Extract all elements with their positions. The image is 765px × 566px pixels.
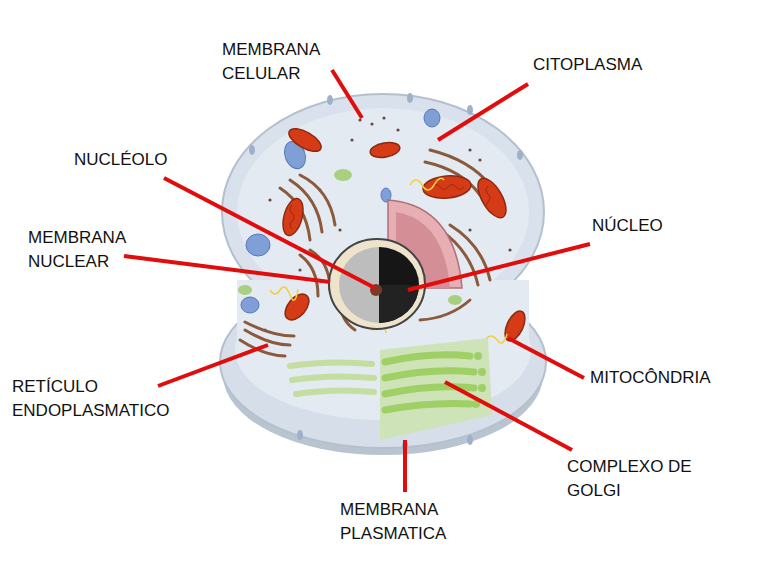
golgi-vesicles (478, 368, 486, 376)
endoplasmic-reticulum (280, 188, 310, 240)
granules (334, 169, 352, 181)
part-label: COMPLEXO DE GOLGI (567, 455, 717, 503)
mitochondria (472, 174, 511, 222)
mitochondria-cristae (486, 186, 490, 210)
golgi-stack-pale (296, 390, 374, 394)
membrane-pores (517, 150, 523, 160)
endoplasmic-reticulum (240, 150, 490, 356)
leader-line (508, 338, 584, 378)
ribosomes (468, 228, 471, 231)
ribosomes (370, 122, 373, 125)
endoplasmic-reticulum (420, 300, 470, 320)
mitochondria (285, 124, 324, 156)
membrane-pores (407, 93, 413, 103)
cutaway-face (380, 338, 492, 440)
vacuoles (246, 234, 270, 256)
part-label: MEMBRANA CELULAR (222, 38, 337, 86)
part-label: NUCLÉOLO (74, 148, 168, 172)
leader-line (164, 178, 375, 288)
mitochondria-cristae (290, 205, 294, 229)
part-label: MEMBRANA NUCLEAR (28, 226, 143, 274)
endoplasmic-reticulum (300, 255, 318, 296)
golgi-vesicles (478, 384, 486, 392)
mitochondria (369, 141, 401, 160)
golgi-stack (385, 355, 470, 362)
yellow-filaments (410, 178, 444, 190)
golgi-stack (385, 404, 470, 410)
membrane-pores (249, 145, 255, 155)
ribosomes (478, 158, 481, 161)
golgi-stack-pale (290, 362, 372, 366)
mitochondria (279, 124, 529, 344)
mitochondria (422, 174, 472, 200)
leader-line (403, 440, 407, 492)
nuclear-envelope (329, 239, 425, 329)
mitochondria-cristae (432, 185, 464, 190)
part-label: CITOPLASMA (533, 53, 642, 77)
granules (448, 295, 462, 305)
leader-line (438, 84, 528, 140)
leader-line (332, 70, 362, 118)
ribosomes (338, 228, 341, 231)
membrane-pores (467, 435, 473, 445)
ribosomes (298, 268, 301, 271)
membrane-pores (297, 430, 303, 440)
ribosomes (508, 248, 511, 251)
nucleus (329, 200, 462, 329)
leader-line (124, 256, 330, 282)
membrane-pores (327, 95, 333, 105)
part-label: RETÍCULO ENDOPLASMATICO (12, 375, 192, 423)
ribosomes (263, 116, 521, 331)
golgi-stack-pale (292, 376, 374, 380)
ribosomes (350, 138, 353, 141)
cytoplasm-waist (237, 280, 529, 340)
yellow-filaments (270, 178, 507, 343)
nucleoplasm (339, 247, 419, 323)
endoplasmic-reticulum (245, 322, 294, 336)
cell-lower-lobe (220, 276, 546, 448)
ribosomes (358, 118, 361, 121)
golgi-vesicles (474, 352, 482, 360)
part-label: MITOCÔNDRIA (590, 366, 711, 390)
ribosomes (268, 198, 271, 201)
golgi-stack (385, 371, 474, 378)
vacuoles (241, 297, 259, 313)
yellow-filaments (270, 287, 298, 300)
mitochondria (279, 196, 306, 237)
ribosomes (468, 148, 471, 151)
golgi-stack (385, 355, 474, 410)
leader-lines (124, 70, 590, 492)
leader-line (445, 382, 572, 450)
leader-line (158, 345, 268, 386)
leader-line (408, 244, 590, 290)
ribosomes (396, 128, 399, 131)
vacuoles (424, 109, 440, 127)
membrane-pores (467, 105, 473, 115)
part-label: NÚCLEO (592, 214, 663, 238)
yellow-filaments (485, 334, 507, 343)
golgi-stack-pale (290, 362, 374, 394)
granules (238, 285, 252, 295)
chromatin (379, 247, 419, 323)
ribosomes (382, 116, 385, 119)
part-label: MEMBRANA PLASMATICA (340, 498, 475, 546)
